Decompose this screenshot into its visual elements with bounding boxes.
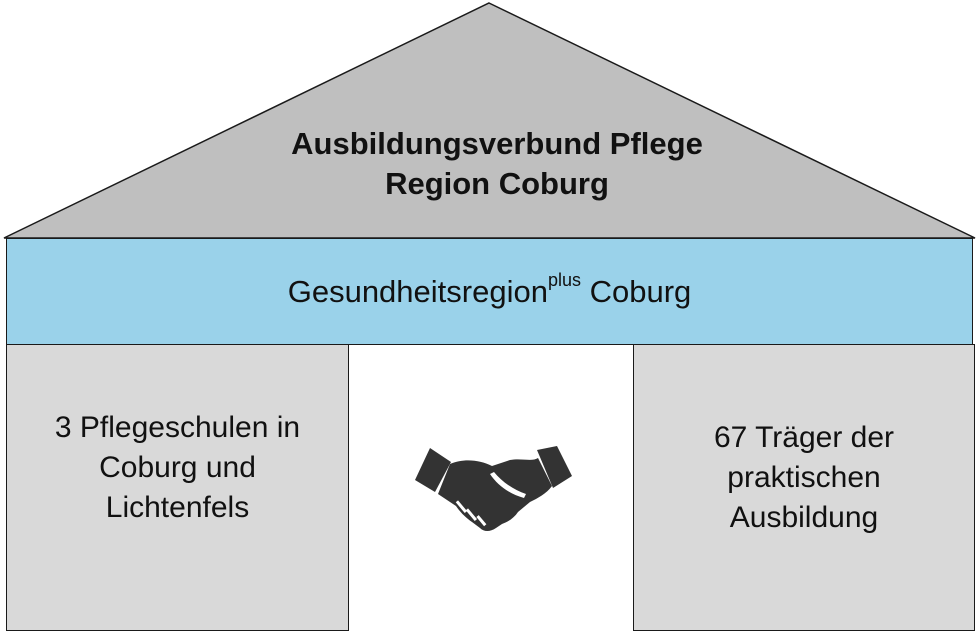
pillar-left-text: 3 Pflegeschulen in Coburg und Lichtenfel… [54,410,301,524]
band-label-superscript: plus [547,269,581,290]
roof-title: Ausbildungsverbund Pflege Region Coburg [200,124,794,204]
roof-triangle [3,2,976,239]
handshake-icon [415,446,572,531]
band-label-main: Gesundheitsregion [287,273,548,309]
pillar-left: 3 Pflegeschulen in Coburg und Lichtenfel… [6,344,349,631]
pillar-right: 67 Träger der praktischen Ausbildung [633,344,975,631]
band-label-tail: Coburg [580,273,692,309]
band-label: Gesundheitsregionplus Coburg [287,271,692,310]
roof-title-line2: Region Coburg [385,166,609,201]
region-band: Gesundheitsregionplus Coburg [6,238,973,345]
pillar-right-text: 67 Träger der praktischen Ausbildung [713,421,895,534]
roof-title-line1: Ausbildungsverbund Pflege [291,126,703,161]
